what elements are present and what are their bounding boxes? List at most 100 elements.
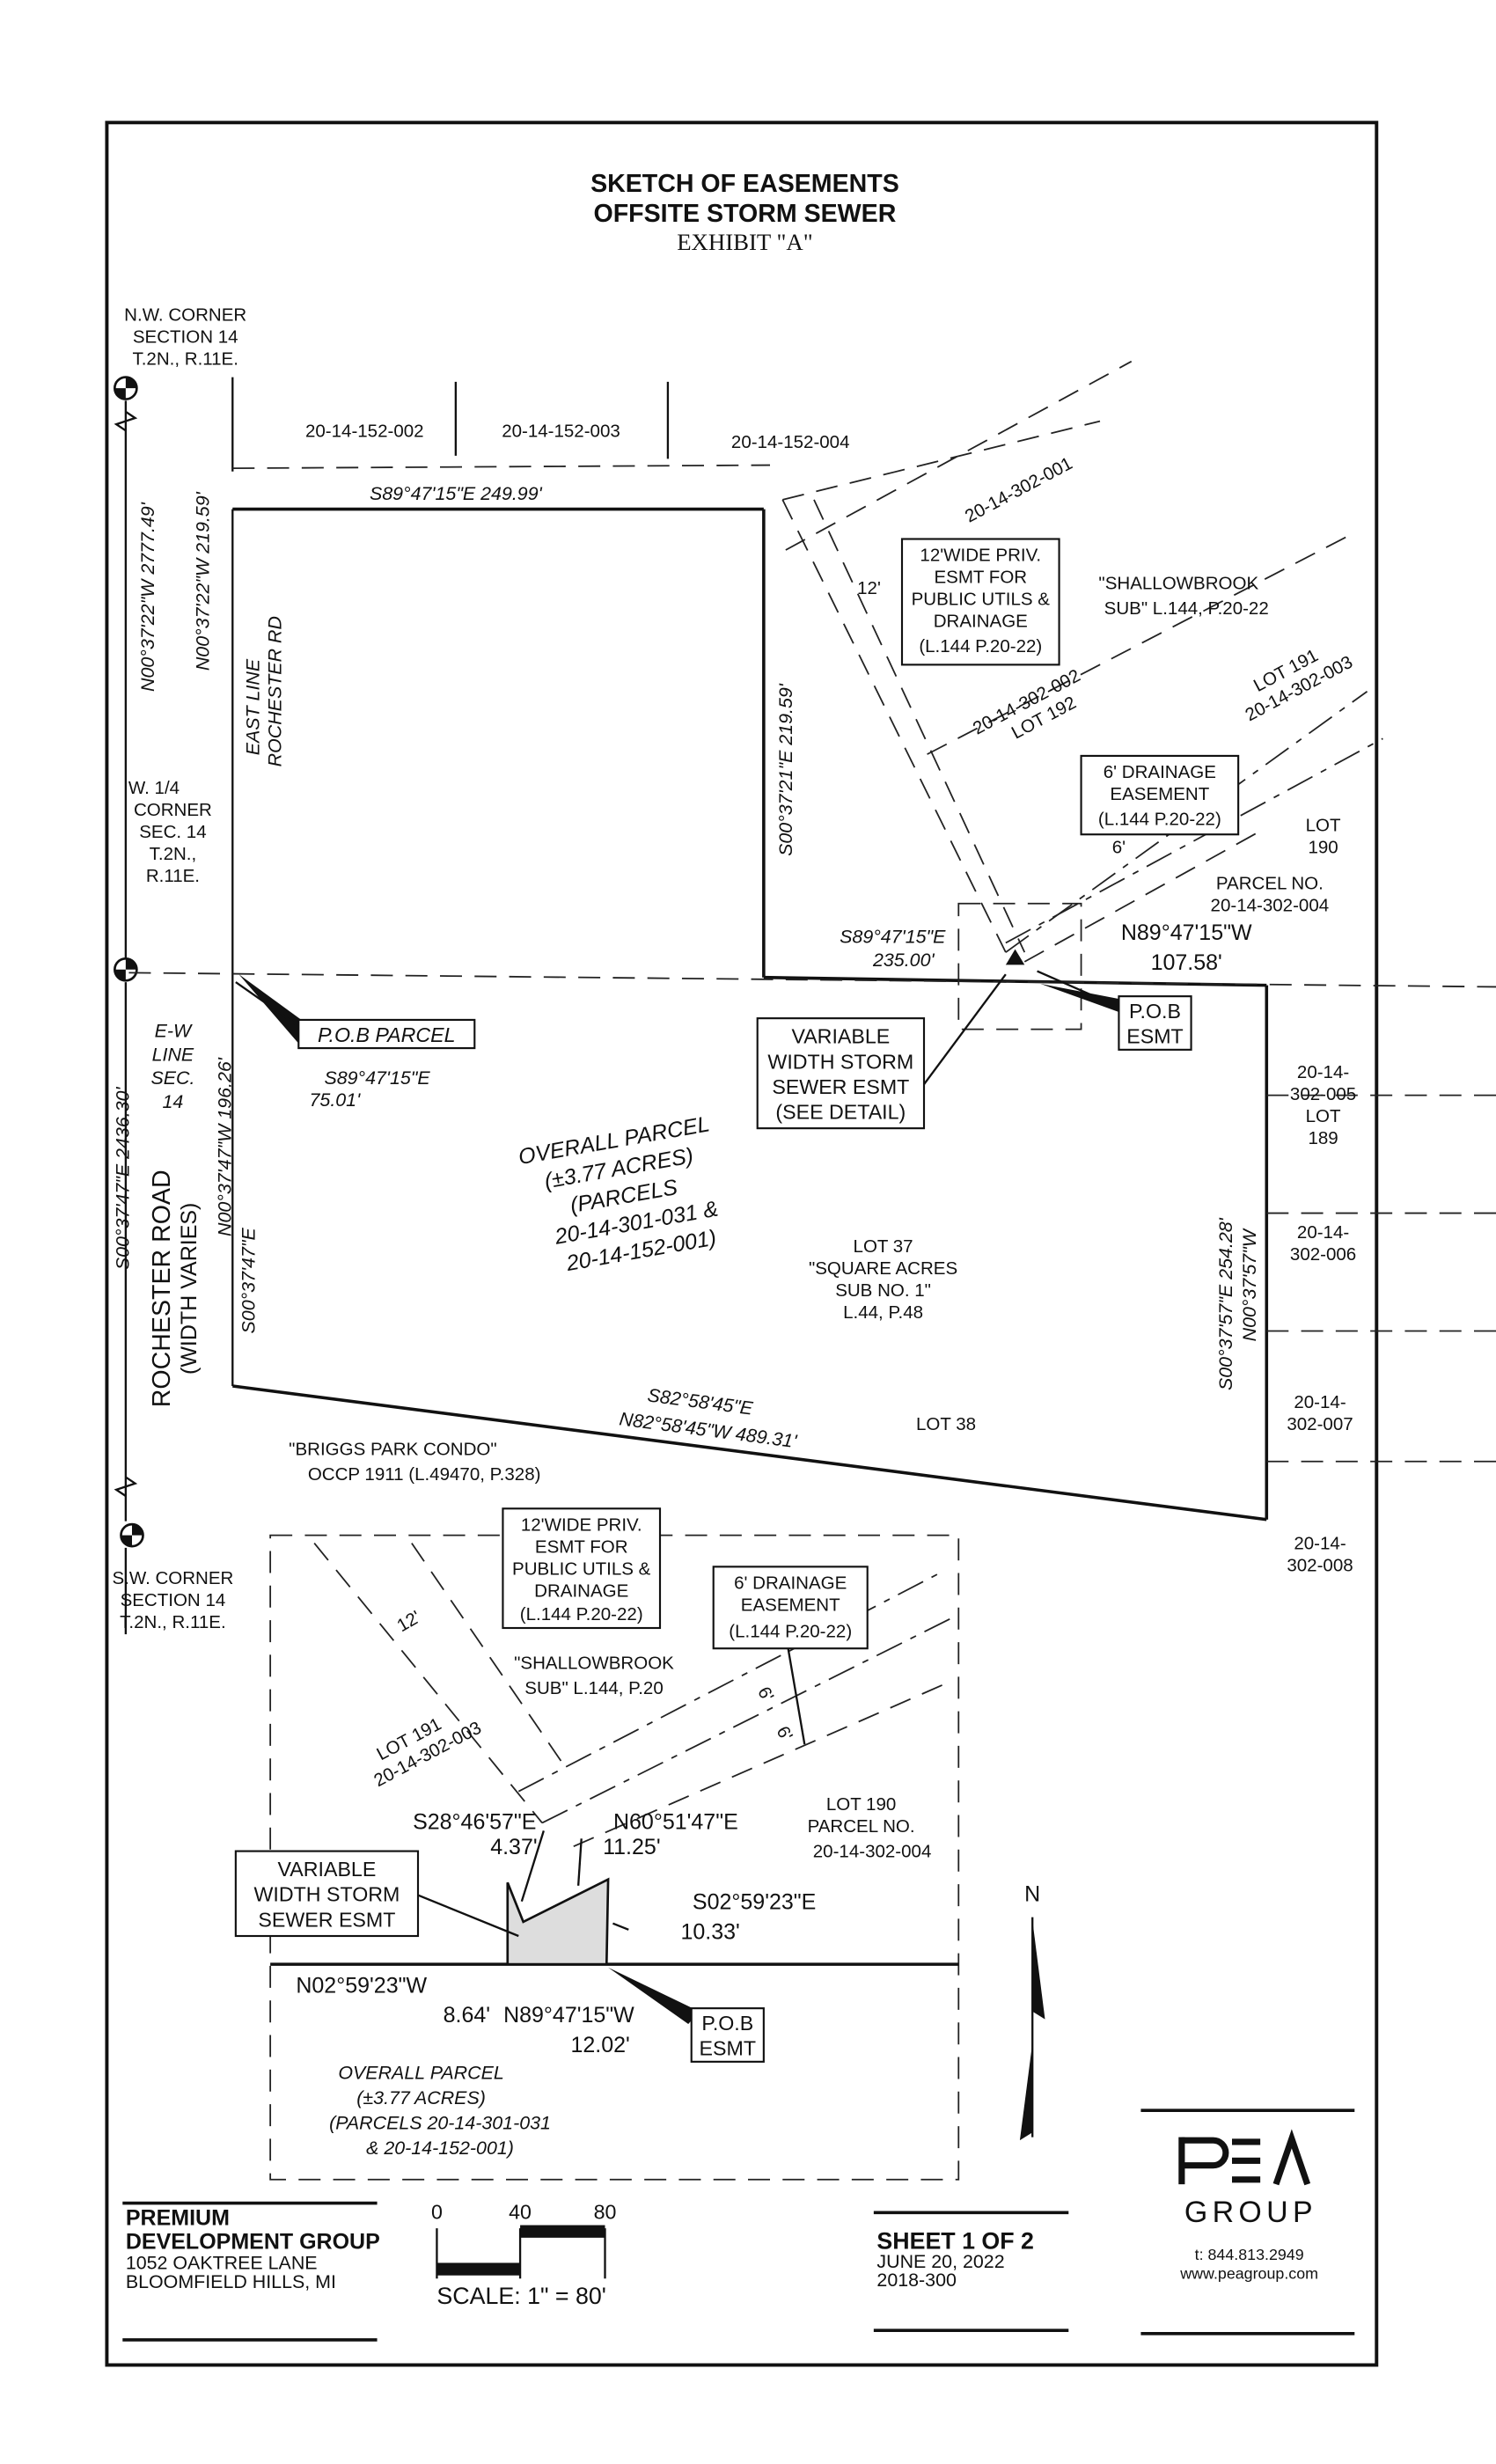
- title-line1: SKETCH OF EASEMENTS: [590, 170, 899, 198]
- svg-text:14: 14: [163, 1091, 184, 1112]
- svg-text:T.2N., R.11E.: T.2N., R.11E.: [132, 348, 238, 369]
- svg-text:T.2N.,: T.2N.,: [150, 844, 197, 864]
- svg-text:T.2N., R.11E.: T.2N., R.11E.: [120, 1612, 225, 1632]
- lot-190-label: LOT 190: [1306, 816, 1341, 858]
- svg-text:S.W. CORNER: S.W. CORNER: [112, 1568, 233, 1588]
- logo-text: GROUP: [1184, 2196, 1317, 2229]
- detail-dimensions: S28°46'57"E 4.37' N60°51'47"E 11.25' S02…: [296, 1810, 816, 2058]
- client-name: DEVELOPMENT GROUP: [126, 2229, 380, 2254]
- mid-line-bearing: S89°47'15"E: [840, 926, 946, 947]
- lot-37-label: LOT 37 "SQUARE ACRES SUB NO. 1" L.44, P.…: [809, 1236, 957, 1323]
- storm-sewer-easement: [506, 1877, 610, 1966]
- svg-text:12'WIDE PRIV.: 12'WIDE PRIV.: [920, 546, 1041, 566]
- svg-text:S28°46'57"E: S28°46'57"E: [413, 1810, 536, 1835]
- svg-text:(SEE DETAIL): (SEE DETAIL): [775, 1100, 906, 1123]
- road-name: ROCHESTER ROAD: [148, 1170, 176, 1407]
- detail-drainage-6-callout: 6' DRAINAGE EASEMENT (L.144 P.20-22): [712, 1566, 869, 1650]
- parcel-id: 20-14-152-003: [502, 421, 620, 441]
- shallowbrook-label: "SHALLOWBROOK SUB" L.144, P.20-22: [1098, 574, 1268, 620]
- nw-corner-label: N.W. CORNER SECTION 14 T.2N., R.11E.: [124, 304, 246, 369]
- svg-text:"BRIGGS PARK CONDO": "BRIGGS PARK CONDO": [289, 1440, 496, 1460]
- title-line3: EXHIBIT "A": [677, 229, 812, 255]
- svg-text:20-14-302-004: 20-14-302-004: [1211, 896, 1330, 916]
- svg-text:SEC.: SEC.: [150, 1067, 194, 1089]
- svg-text:P.O.B PARCEL: P.O.B PARCEL: [318, 1023, 455, 1046]
- svg-text:20-14-: 20-14-: [1294, 1392, 1346, 1412]
- linework: [114, 360, 1496, 1635]
- svg-text:LOT: LOT: [1306, 1106, 1341, 1126]
- svg-text:& 20-14-152-001): & 20-14-152-001): [366, 2138, 514, 2159]
- detail-overall-parcel-label: OVERALL PARCEL (±3.77 ACRES) (PARCELS 20…: [329, 2063, 551, 2160]
- mid-line-distance: 235.00': [872, 950, 935, 971]
- svg-text:WIDTH STORM: WIDTH STORM: [254, 1883, 400, 1906]
- detail-shallowbrook-label: "SHALLOWBROOK SUB" L.144, P.20: [514, 1653, 674, 1698]
- detail-variable-esmt-callout: VARIABLE WIDTH STORM SEWER ESMT: [234, 1850, 420, 1938]
- sheet-border: [105, 121, 1379, 2367]
- svg-text:20-14-: 20-14-: [1294, 1534, 1346, 1554]
- detail-view: [269, 1534, 960, 2181]
- client-name: PREMIUM: [126, 2206, 230, 2231]
- svg-text:VARIABLE: VARIABLE: [278, 1858, 377, 1881]
- briggs-park-label: "BRIGGS PARK CONDO" OCCP 1911 (L.49470, …: [289, 1440, 540, 1485]
- svg-text:VARIABLE: VARIABLE: [791, 1025, 890, 1048]
- detail-easement-12-callout: 12'WIDE PRIV. ESMT FOR PUBLIC UTILS & DR…: [502, 1507, 662, 1630]
- svg-text:SEWER ESMT: SEWER ESMT: [258, 1908, 395, 1931]
- sheet-number: SHEET 1 OF 2: [876, 2227, 1034, 2254]
- svg-text:R.11E.: R.11E.: [146, 866, 200, 886]
- svg-text:EASEMENT: EASEMENT: [741, 1595, 840, 1615]
- section-north-bearing: N00°37'22"W 2777.49': [137, 502, 158, 692]
- svg-text:ESMT: ESMT: [700, 2037, 756, 2060]
- sw-corner-label: S.W. CORNER SECTION 14 T.2N., R.11E.: [112, 1568, 233, 1632]
- svg-text:"SHALLOWBROOK: "SHALLOWBROOK: [514, 1653, 674, 1673]
- svg-text:L.44, P.48: L.44, P.48: [843, 1302, 923, 1323]
- pob-parcel-callout: P.O.B PARCEL: [297, 1018, 476, 1050]
- svg-text:W. 1/4: W. 1/4: [128, 778, 180, 798]
- svg-text:EASEMENT: EASEMENT: [1110, 784, 1209, 804]
- svg-text:189: 189: [1308, 1128, 1338, 1148]
- svg-text:20-14-: 20-14-: [1297, 1062, 1349, 1082]
- west-south-bearing-2: S00°37'47"E: [238, 1228, 259, 1334]
- svg-text:6' DRAINAGE: 6' DRAINAGE: [1104, 762, 1216, 782]
- svg-text:80: 80: [594, 2200, 617, 2223]
- east-side-bearing-2: N00°37'57"W: [1239, 1228, 1260, 1341]
- svg-text:302-005: 302-005: [1290, 1084, 1356, 1104]
- svg-text:SECTION 14: SECTION 14: [133, 326, 238, 347]
- inner-east-bearing: S00°37'21"E 219.59': [775, 683, 796, 856]
- svg-text:LOT 37: LOT 37: [854, 1236, 913, 1257]
- north-arrow-label: N: [1024, 1882, 1040, 1907]
- section-corner-icon: [114, 957, 138, 982]
- parcel-id: 20-14-152-002: [305, 421, 424, 441]
- svg-text:DRAINAGE: DRAINAGE: [534, 1580, 628, 1601]
- east-side-bearing: S00°37'57"E 254.28': [1215, 1217, 1236, 1390]
- svg-text:SEWER ESMT: SEWER ESMT: [772, 1075, 909, 1098]
- esmt-line-bearing: N89°47'15"W: [1121, 920, 1252, 945]
- svg-text:10.33': 10.33': [680, 1920, 739, 1945]
- svg-text:302-007: 302-007: [1287, 1414, 1353, 1434]
- sheet-date: JUNE 20, 2022: [876, 2251, 1004, 2272]
- pob-esmt-callout: P.O.B ESMT: [1118, 995, 1192, 1051]
- w-quarter-corner-label: W. 1/4 CORNER SEC. 14 T.2N., R.11E.: [128, 778, 212, 886]
- svg-text:12.02': 12.02': [570, 2033, 629, 2057]
- svg-text:SUB" L.144, P.20: SUB" L.144, P.20: [524, 1678, 663, 1698]
- pob-esmt-arrow: [608, 1967, 700, 2024]
- svg-text:(±3.77 ACRES): (±3.77 ACRES): [356, 2087, 486, 2108]
- svg-text:(L.144 P.20-22): (L.144 P.20-22): [1098, 810, 1221, 830]
- svg-text:N.W. CORNER: N.W. CORNER: [124, 304, 246, 325]
- dim-6: 6': [1112, 838, 1126, 858]
- svg-text:0: 0: [431, 2200, 443, 2223]
- svg-text:PUBLIC UTILS &: PUBLIC UTILS &: [912, 590, 1051, 610]
- road-width: (WIDTH VARIES): [177, 1203, 202, 1375]
- ew-line-label: E-W LINE SEC. 14: [150, 1021, 194, 1112]
- svg-text:OVERALL PARCEL: OVERALL PARCEL: [338, 2063, 503, 2084]
- svg-text:SUB NO. 1": SUB NO. 1": [835, 1280, 931, 1301]
- scale-bar: 0 40 80 SCALE: 1" = 80': [431, 2200, 616, 2308]
- svg-text:PARCEL NO.: PARCEL NO.: [1216, 874, 1324, 894]
- detail-pob-esmt-callout: P.O.B ESMT: [690, 2007, 765, 2063]
- phone: t: 844.813.2949: [1195, 2246, 1304, 2263]
- pob-esmt-arrow: [1040, 983, 1122, 1012]
- svg-text:SUB" L.144, P.20-22: SUB" L.144, P.20-22: [1104, 598, 1269, 619]
- client-address: 1052 OAKTREE LANE: [126, 2253, 318, 2274]
- svg-text:WIDTH STORM: WIDTH STORM: [767, 1050, 913, 1073]
- easement-12-callout: 12'WIDE PRIV. ESMT FOR PUBLIC UTILS & DR…: [900, 538, 1060, 666]
